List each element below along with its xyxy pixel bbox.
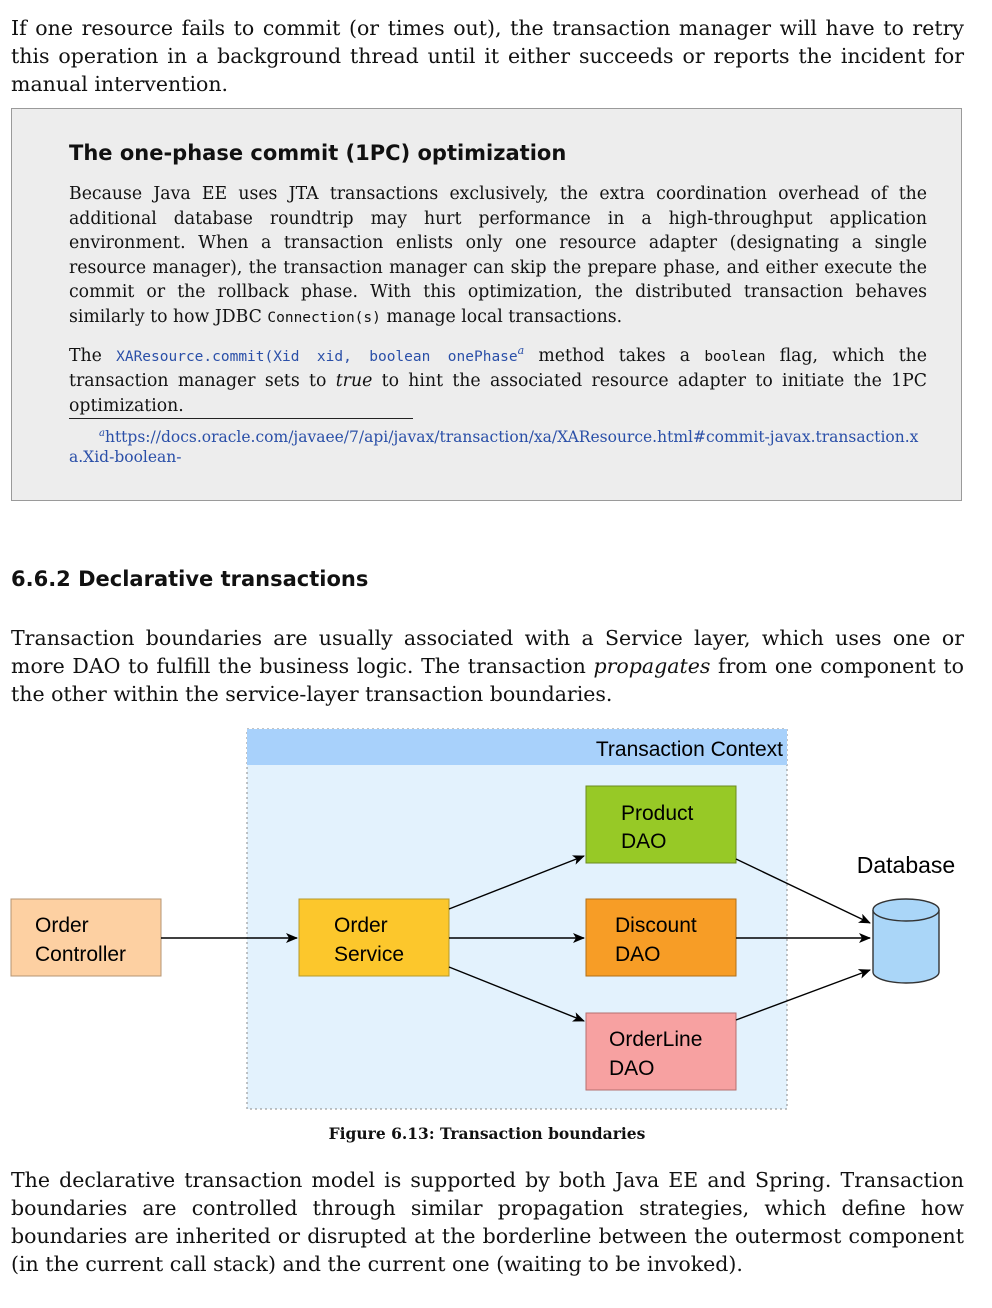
arrow-service-product — [448, 855, 585, 910]
intro-paragraph: If one resource fails to commit (or time… — [11, 16, 964, 96]
orderline-dao-node: OrderLine DAO — [585, 1012, 737, 1091]
database-node: Database — [857, 852, 955, 984]
svg-text:DAO: DAO — [615, 943, 661, 966]
svg-text:Controller: Controller — [35, 943, 126, 966]
context-header — [247, 729, 787, 765]
sidebar-title: The one-phase commit (1PC) optimization — [69, 141, 567, 165]
svg-text:Order: Order — [334, 914, 388, 937]
figure-caption: Figure 6.13: Transaction boundaries — [328, 1124, 646, 1143]
svg-text:Product: Product — [621, 802, 694, 825]
arrow-orderline-db — [735, 969, 871, 1021]
code-connection: Connection(s) — [267, 309, 381, 326]
context-label: Transaction Context — [596, 738, 783, 761]
order-controller-node: Order Controller — [10, 898, 162, 977]
flow-arrows — [161, 855, 871, 1022]
footnote-ref[interactable]: a — [517, 344, 525, 357]
arrow-service-orderline — [448, 966, 585, 1022]
section-paragraph: Transaction boundaries are usually assoc… — [11, 626, 964, 706]
discount-dao-node: Discount DAO — [585, 898, 737, 977]
transaction-boundaries-diagram: Transaction Context Order Controller Ord… — [10, 728, 955, 1110]
svg-text:DAO: DAO — [609, 1057, 655, 1080]
sidebar-paragraph-1: Because Java EE uses JTA transactions ex… — [69, 184, 927, 327]
footnote-divider — [69, 418, 413, 419]
section-heading: 6.6.2 Declarative transactions — [11, 567, 369, 591]
svg-text:Discount: Discount — [615, 914, 697, 937]
sidebar-box: The one-phase commit (1PC) optimization … — [11, 108, 962, 501]
arrow-product-db — [735, 858, 871, 924]
database-label: Database — [857, 852, 955, 878]
code-xaresource-commit[interactable]: XAResource.commit(Xid xid, boolean onePh… — [116, 348, 518, 365]
svg-text:Order: Order — [35, 914, 89, 937]
closing-paragraph: The declarative transaction model is sup… — [11, 1168, 964, 1276]
order-service-node: Order Service — [298, 898, 450, 977]
svg-text:Service: Service — [334, 943, 404, 966]
code-boolean: boolean — [704, 348, 766, 365]
sidebar-paragraph-2: The XAResource.commit(Xid xid, boolean o… — [69, 344, 928, 416]
product-dao-node: Product DAO — [585, 785, 737, 864]
svg-text:DAO: DAO — [621, 830, 667, 853]
footnote-link[interactable]: https://docs.oracle.com/javaee/7/api/jav… — [69, 428, 919, 467]
footnote: ahttps://docs.oracle.com/javaee/7/api/ja… — [69, 428, 919, 467]
svg-text:OrderLine: OrderLine — [609, 1028, 702, 1051]
